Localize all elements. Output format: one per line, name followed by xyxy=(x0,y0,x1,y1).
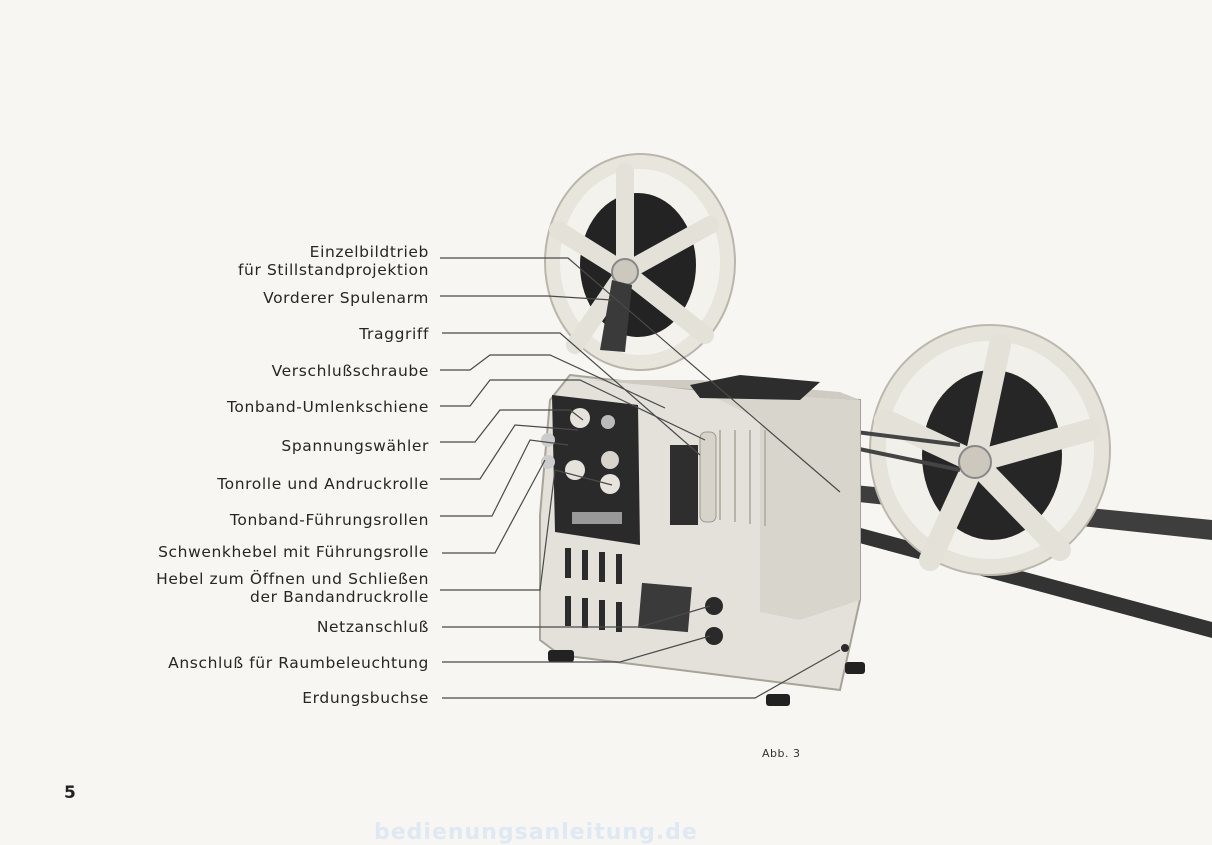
page-number: 5 xyxy=(64,783,76,803)
label-voltage-selector: Spannungswähler xyxy=(281,437,429,455)
watermark: bedienungsanleitung.de xyxy=(374,820,698,845)
label-tape-deflection-rail: Tonband-Umlenkschiene xyxy=(226,398,429,416)
rear-reel xyxy=(869,324,1111,576)
label-tape-guide-rollers: Tonband-Führungsrollen xyxy=(229,511,429,529)
label-room-light-connection: Anschluß für Raumbeleuchtung xyxy=(168,654,429,672)
label-capstan-pressure-roller: Tonrolle und Andruckrolle xyxy=(217,475,429,493)
label-swivel-lever: Schwenkhebel mit Führungsrolle xyxy=(158,543,429,561)
label-mains-connection: Netzanschluß xyxy=(316,618,429,636)
label-shutter-screw: Verschlußschraube xyxy=(271,362,429,380)
label-front-reel-arm: Vorderer Spulenarm xyxy=(263,289,429,307)
front-reel xyxy=(544,153,736,371)
leader-lines xyxy=(440,257,841,699)
label-carrying-handle: Traggriff xyxy=(359,325,429,343)
figure-caption: Abb. 3 xyxy=(762,747,801,760)
projector-body xyxy=(539,373,865,706)
label-ground-socket: Erdungsbuchse xyxy=(302,689,429,707)
